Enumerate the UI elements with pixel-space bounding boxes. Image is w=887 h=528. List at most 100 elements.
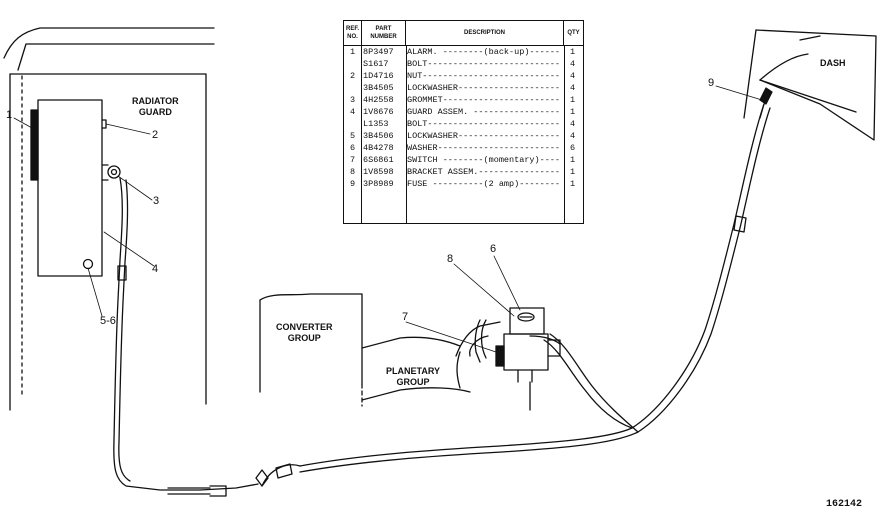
row-part-number: 4H2558 — [363, 95, 394, 105]
header-ref-no: REF. NO. — [344, 21, 362, 45]
leader-3 — [117, 175, 153, 201]
row-ref-no: 8 — [349, 167, 356, 177]
main-harness — [299, 103, 765, 467]
leader-9 — [715, 85, 763, 101]
row-ref-no: 1 — [349, 47, 356, 57]
row-ref-no: 2 — [349, 71, 356, 81]
table-row: 3B4505 LOCKWASHER----------------------- 4 — [344, 82, 583, 94]
leader-1 — [13, 117, 33, 129]
row-part-number: 4B4278 — [363, 143, 394, 153]
planetary-group-outline — [361, 336, 461, 349]
row-part-number: 3B4505 — [363, 83, 394, 93]
row-qty: 1 — [569, 179, 576, 189]
row-qty: 1 — [569, 167, 576, 177]
row-part-number: 1D4716 — [363, 71, 394, 81]
callout-9: 9 — [708, 77, 715, 89]
leader-7 — [405, 321, 497, 353]
row-ref-no — [344, 58, 361, 70]
alarm-mount-plate — [30, 109, 39, 181]
row-qty: 1 — [569, 155, 576, 165]
callout-8: 8 — [447, 253, 454, 265]
table-row: S1617 BOLT----------------------------- 4 — [344, 58, 583, 70]
row-ref-no: 7 — [349, 155, 356, 165]
row-qty: 1 — [569, 107, 576, 117]
table-row: 2 1D4716 NUT------------------------------… — [344, 70, 583, 82]
fuse-9 — [759, 87, 773, 105]
row-part-number: 6S6861 — [363, 155, 394, 165]
row-qty: 4 — [569, 71, 576, 81]
header-part-number: PART NUMBER — [362, 21, 406, 45]
callout-7: 7 — [402, 311, 409, 323]
dash-label: DASH — [820, 58, 846, 68]
alarm-wire — [113, 177, 259, 491]
row-description: BOLT----------------------------- — [407, 59, 561, 69]
callout-2: 2 — [152, 129, 159, 141]
row-qty: 4 — [569, 59, 576, 69]
row-ref-no — [344, 118, 361, 130]
row-description: LOCKWASHER----------------------- — [407, 83, 561, 93]
row-qty: 4 — [569, 131, 576, 141]
row-qty: 4 — [569, 83, 576, 93]
callout-4: 4 — [152, 263, 159, 275]
row-ref-no: 4 — [349, 107, 356, 117]
dash-panel — [755, 29, 877, 141]
switch-branch-harness — [543, 339, 633, 429]
row-qty: 1 — [569, 95, 576, 105]
converter-group-outline — [259, 293, 363, 385]
row-description: SWITCH --------(momentary)------- — [407, 155, 561, 165]
row-part-number: 3B4506 — [363, 131, 394, 141]
row-qty: 6 — [569, 143, 576, 153]
radiator-guard-outline — [3, 27, 215, 59]
row-qty: 4 — [569, 119, 576, 129]
figure-number: 162142 — [826, 499, 863, 510]
leader-8 — [453, 263, 515, 317]
leader-2 — [105, 123, 151, 135]
table-row: 7 6S6861 SWITCH --------(momentary)-------… — [344, 154, 583, 166]
callout-5-6: 5-6 — [100, 315, 116, 327]
row-description: FUSE ----------(2 amp)--------- — [407, 179, 561, 189]
row-part-number: S1617 — [363, 59, 389, 69]
alarm-box — [37, 99, 103, 277]
table-row: 1 8P3497 ALARM. --------(back-up)------- 1 — [344, 46, 583, 58]
parts-table-header: REF. NO. PART NUMBER DESCRIPTION QTY — [344, 21, 583, 46]
row-ref-no — [344, 82, 361, 94]
table-row: L1353 BOLT----------------------------- 4 — [344, 118, 583, 130]
leader-6 — [493, 255, 521, 311]
header-description: DESCRIPTION — [406, 21, 564, 45]
row-part-number: L1353 — [363, 119, 389, 129]
row-description: LOCKWASHER----------------------- — [407, 131, 561, 141]
row-part-number: 1V8676 — [363, 107, 394, 117]
switch-6 — [517, 312, 535, 322]
row-ref-no: 6 — [349, 143, 356, 153]
converter-group-label: CONVERTER GROUP — [276, 322, 333, 343]
hole-5-6 — [82, 258, 94, 270]
row-ref-no: 3 — [349, 95, 356, 105]
row-description: BOLT----------------------------- — [407, 119, 561, 129]
row-part-number: 8P3497 — [363, 47, 394, 57]
table-row: 5 3B4506 LOCKWASHER-----------------------… — [344, 130, 583, 142]
row-ref-no: 5 — [349, 131, 356, 141]
row-description: GROMMET-------------------------- — [407, 95, 561, 105]
planetary-group-label: PLANETARY GROUP — [386, 366, 440, 387]
row-description: ALARM. --------(back-up)------- — [407, 47, 561, 57]
row-qty: 1 — [569, 47, 576, 57]
row-description: GUARD ASSEM. --------------------- — [407, 107, 561, 117]
callout-6: 6 — [490, 243, 497, 255]
grommet-3 — [107, 165, 121, 179]
radiator-guard-label: RADIATOR GUARD — [132, 96, 179, 117]
row-description: BRACKET ASSEM.--------------------- — [407, 167, 561, 177]
table-row: 6 4B4278 WASHER---------------------------… — [344, 142, 583, 154]
row-part-number: 3P8989 — [363, 179, 394, 189]
row-description: WASHER--------------------------- — [407, 143, 561, 153]
row-part-number: 1V8598 — [363, 167, 394, 177]
callout-1: 1 — [6, 109, 13, 121]
row-description: NUT------------------------------ — [407, 71, 561, 81]
leader-4 — [103, 231, 155, 267]
table-row: 3 4H2558 GROMMET--------------------------… — [344, 94, 583, 106]
table-row: 4 1V8676 GUARD ASSEM. --------------------… — [344, 106, 583, 118]
row-ref-no: 9 — [349, 179, 356, 189]
bracket-body — [503, 333, 549, 371]
header-qty: QTY — [567, 30, 580, 36]
table-row: 9 3P8989 FUSE ----------(2 amp)--------- 1 — [344, 178, 583, 190]
